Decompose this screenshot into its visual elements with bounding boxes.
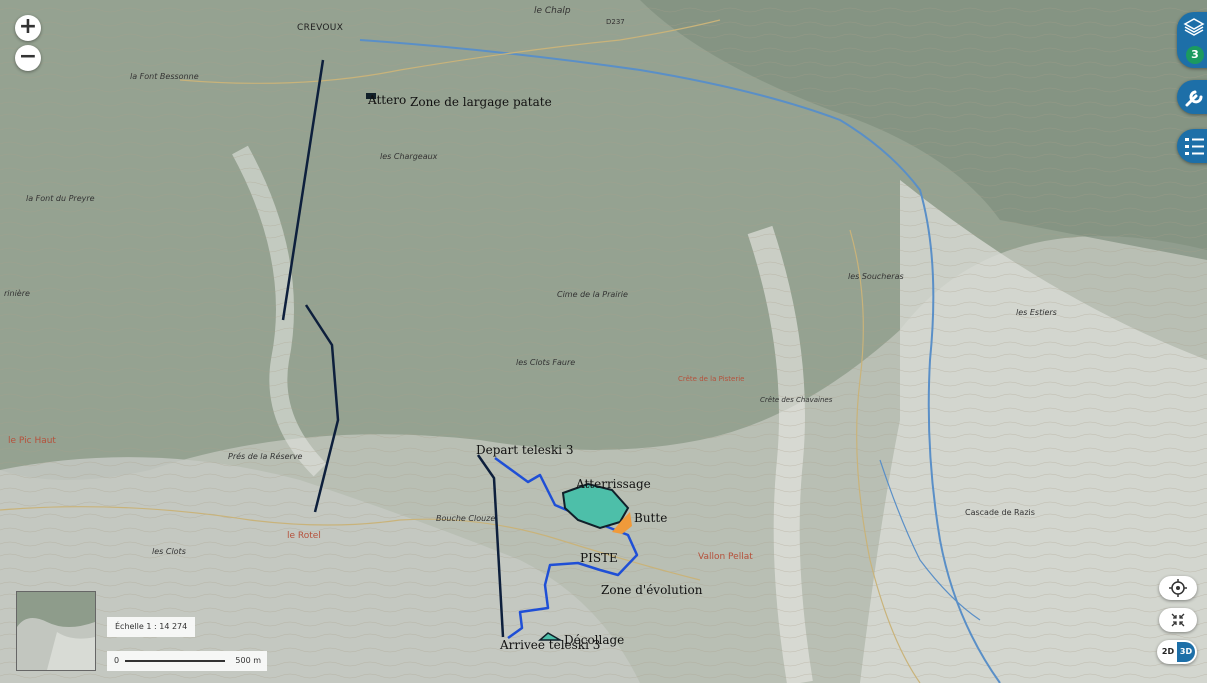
view-mode-toggle[interactable]: 2D 3D [1157,640,1197,664]
fullscreen-exit-button[interactable] [1159,608,1197,632]
zoom-out-button[interactable]: − [15,45,41,71]
place-label: le Chalp [534,6,571,16]
route-piste [494,456,639,640]
place-label: les Soucheras [848,272,904,281]
mode-2d-option[interactable]: 2D [1161,647,1175,656]
place-label: la Font du Preyre [26,194,95,203]
lift-line-2 [304,304,340,513]
annotation-arrivee-teleski[interactable]: Arrivee teleski 3 [500,638,601,652]
scale-line [125,660,225,662]
wrench-icon [1185,90,1203,107]
lift-line-teleski-3 [476,454,505,638]
place-label: Crête de la Pisterie [678,375,745,383]
overview-minimap[interactable] [16,591,96,671]
lift-line-1 [281,59,325,321]
geolocate-button[interactable] [1159,576,1197,600]
legend-list-icon [1185,138,1204,155]
place-label: les Estiers [1016,308,1057,317]
annotation-atterrissage[interactable]: Atterrissage [576,477,651,491]
scale-bar: 0 500 m [107,651,267,671]
minus-icon: − [18,44,38,69]
zone-atterrissage[interactable] [561,482,630,530]
place-label: le Pic Haut [8,436,56,446]
place-label: les Chargeaux [380,152,438,161]
scale-distance-label: 500 m [235,656,261,665]
zone-butte[interactable] [612,512,632,534]
zone-attero[interactable] [366,93,376,99]
annotation-decollage[interactable]: Décollage [564,633,625,647]
place-label: Cime de la Prairie [557,290,628,299]
place-label: les Clots [152,547,186,556]
place-label: les Clots Faure [516,358,576,367]
annotation-butte[interactable]: Butte [634,511,668,525]
annotation-depart-teleski[interactable]: Depart teleski 3 [476,443,574,457]
zoom-in-button[interactable]: + [15,15,41,41]
scale-zero-label: 0 [114,656,120,665]
place-label: Prés de la Réserve [228,452,303,461]
crosshair-icon [1169,579,1187,597]
plus-icon: + [18,14,38,39]
place-label: CREVOUX [297,23,344,33]
zone-decollage[interactable] [538,632,563,641]
annotation-attero[interactable]: Attero [368,93,407,107]
collapse-arrows-icon [1171,613,1185,627]
place-label: Crête des Chavaines [760,396,833,404]
legend-button[interactable] [1177,129,1207,163]
place-label: Bouche Clouze [436,514,496,523]
place-label: rinière [4,289,30,298]
place-label: la Font Bessonne [130,72,199,81]
layers-button[interactable]: 3 [1177,12,1207,68]
mode-3d-option[interactable]: 3D [1177,642,1195,662]
tools-button[interactable] [1177,80,1207,114]
annotation-zone-largage[interactable]: Zone de largage patate [410,95,552,109]
minimap-terrain [17,592,95,670]
place-label: Vallon Pellat [698,552,753,562]
layers-count-badge: 3 [1186,46,1204,64]
annotation-zone-evolution[interactable]: Zone d'évolution [601,583,703,597]
road-label: D237 [606,18,625,26]
layers-icon [1183,18,1205,36]
place-label: Cascade de Razis [965,508,1035,517]
scale-ratio-label: Échelle 1 : 14 274 [107,617,196,637]
place-label: le Rotel [287,531,321,541]
annotation-piste[interactable]: PISTE [580,551,618,565]
